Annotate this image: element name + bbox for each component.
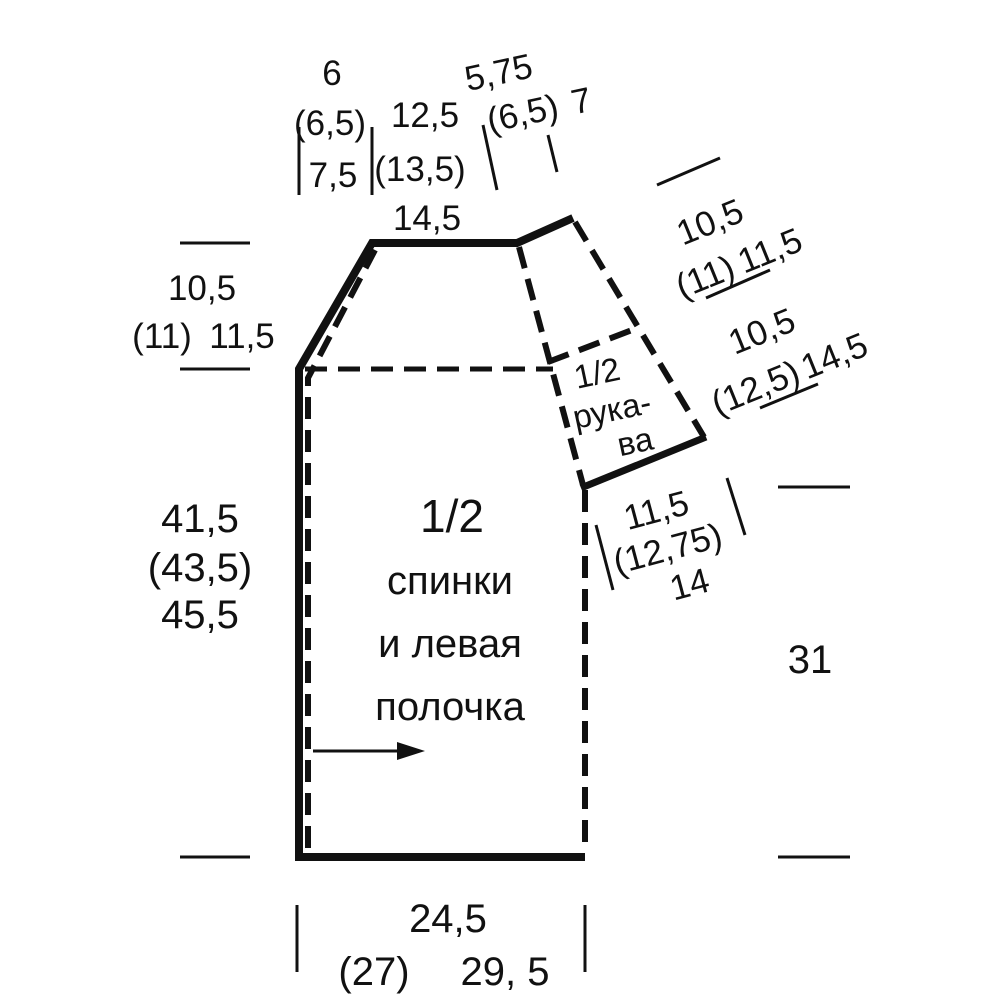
- body-label: 1/2 спинки и левая полочка: [375, 490, 525, 729]
- dim-sleeve-top-c: 7: [568, 80, 595, 122]
- dim-armhole-b: (11): [132, 317, 192, 356]
- dim-sleeve-upper-b: (11): [670, 248, 740, 307]
- dim-cuff-c: 14: [666, 561, 714, 609]
- sleeve-cuff-line: [579, 433, 708, 492]
- dim-sleeve-lower-b: (12,5): [706, 353, 805, 423]
- body-line-1: спинки: [387, 559, 513, 603]
- dim-armhole-c: 11,5: [209, 317, 275, 356]
- dim-neck-c: 14,5: [393, 199, 461, 238]
- body-fraction: 1/2: [420, 490, 484, 542]
- sleeve-fraction: 1/2: [571, 350, 624, 396]
- dim-length-b: (43,5): [148, 546, 253, 590]
- direction-arrow-icon: [397, 742, 425, 760]
- dim-width-b: (27): [338, 950, 409, 994]
- dim-length-a: 41,5: [161, 497, 239, 541]
- dim-sleeve-upper-group: 10,5 (11) 11,5: [670, 191, 808, 307]
- body-line-3: полочка: [375, 685, 525, 729]
- dim-sleeve-length: 31: [788, 638, 833, 682]
- dim-shoulder-a: 6: [322, 54, 341, 93]
- sleeve-outer-dashed: [572, 220, 707, 439]
- sleeve-inner-dashed: [516, 246, 586, 486]
- dim-sleeve-top-group: 5,75 (6,5) 7: [461, 47, 595, 141]
- dim-sleeve-lower-c: 14,5: [796, 325, 874, 387]
- dim-length-c: 45,5: [161, 593, 239, 637]
- dim-width-c: 29, 5: [461, 950, 550, 994]
- sleeve-cap-dashed: [546, 324, 642, 365]
- dim-width-a: 24,5: [409, 897, 487, 941]
- dim-neck-b: (13,5): [374, 150, 465, 189]
- dim-neck-a: 12,5: [391, 96, 459, 135]
- dim-armhole-a: 10,5: [168, 269, 236, 308]
- dim-sleeve-top-b: (6,5): [483, 87, 562, 140]
- dimension-markers: [180, 124, 850, 972]
- dim-sleeve-lower-group: 10,5 (12,5) 14,5: [706, 301, 874, 424]
- dim-cuff-group: 11,5 (12,75) 14: [609, 483, 726, 609]
- body-outline: [295, 214, 585, 861]
- sleeve-line-2: ва: [614, 419, 657, 463]
- back-dashed-outline: [305, 248, 378, 848]
- dim-sleeve-top-a: 5,75: [461, 47, 536, 99]
- dim-shoulder-b: (6,5): [294, 104, 366, 143]
- dim-shoulder-c: 7,5: [309, 156, 358, 195]
- body-line-2: и левая: [378, 622, 522, 666]
